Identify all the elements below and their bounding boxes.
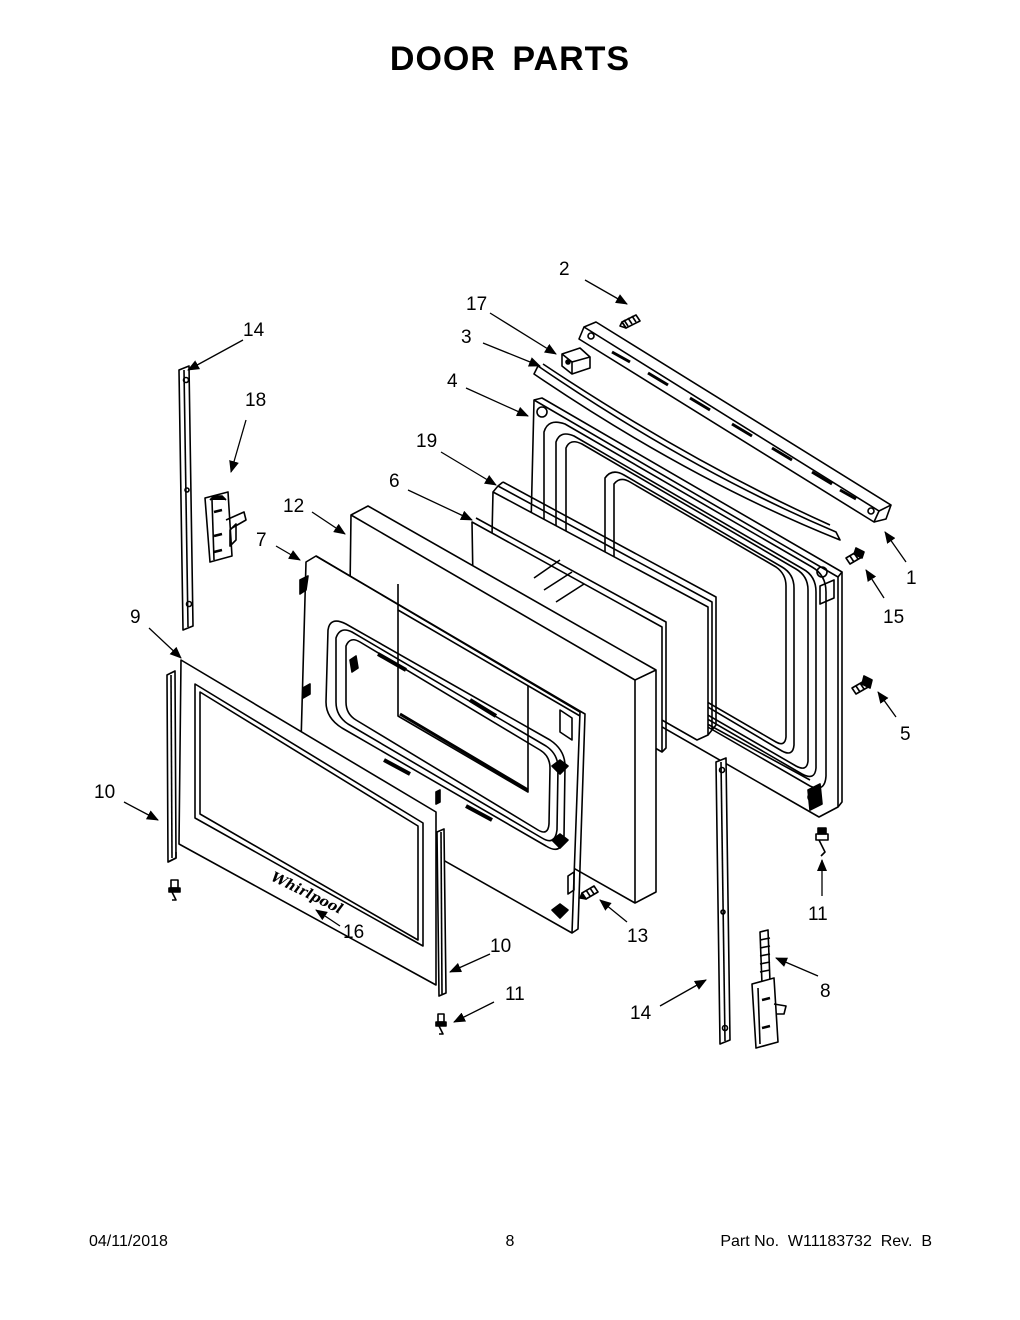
- footer-page-number: 8: [505, 1233, 515, 1250]
- door-trim-strip: [533, 363, 841, 541]
- outer-door-glass: [178, 659, 437, 986]
- callout-14-left: 14: [243, 320, 265, 341]
- page-title: DOOR PARTS: [389, 40, 631, 78]
- callout-13: 13: [627, 926, 648, 947]
- hinge-bar-right: [715, 757, 731, 1045]
- callout-6: 6: [389, 471, 400, 492]
- screw-top: [619, 314, 641, 329]
- callout-5: 5: [900, 724, 911, 745]
- side-trim-right: [436, 828, 447, 997]
- callout-11-center: 11: [505, 984, 525, 1005]
- callout-7: 7: [256, 530, 267, 551]
- screw-upper-right: [845, 547, 865, 565]
- callout-16: 16: [343, 922, 364, 943]
- callout-2: 2: [559, 259, 570, 280]
- callout-3: 3: [461, 327, 472, 348]
- screw-liner: [579, 885, 599, 900]
- vent-bracket: [561, 347, 591, 375]
- callout-19: 19: [416, 431, 437, 452]
- door-hinge-right: [751, 929, 787, 1049]
- screw-bottom-center: [435, 1013, 447, 1035]
- callout-1: 1: [906, 568, 917, 589]
- screw-bottom-left: [168, 879, 181, 901]
- callout-18: 18: [245, 390, 266, 411]
- footer-part-number: Part No. W11183732 Rev. B: [720, 1233, 932, 1250]
- callout-17: 17: [466, 294, 487, 315]
- callout-4: 4: [447, 371, 458, 392]
- door-hinge-left: [204, 491, 247, 563]
- callout-9: 9: [130, 607, 141, 628]
- callout-10-right: 10: [490, 936, 511, 957]
- door-vent-trim: [578, 321, 892, 523]
- callout-11-right: 11: [808, 904, 828, 925]
- screw-bottom-right: [815, 827, 829, 857]
- callout-14-right: 14: [630, 1003, 652, 1024]
- callout-15: 15: [883, 607, 904, 628]
- side-trim-left: [166, 670, 177, 863]
- callout-12: 12: [283, 496, 304, 517]
- callout-8: 8: [820, 981, 831, 1002]
- footer-date: 04/11/2018: [89, 1233, 168, 1250]
- callout-10-left: 10: [94, 782, 115, 803]
- hinge-bar-left: [178, 365, 194, 631]
- screw-lower-right: [851, 675, 873, 695]
